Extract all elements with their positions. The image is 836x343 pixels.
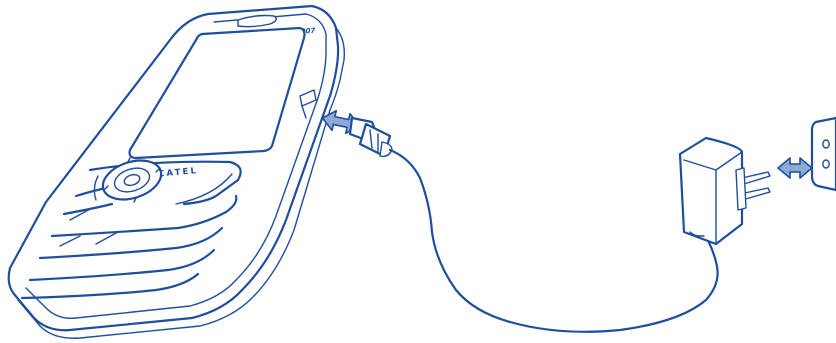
wall-socket-icon bbox=[812, 118, 836, 190]
charger-cable bbox=[390, 150, 718, 332]
usb-connector-icon bbox=[350, 118, 392, 156]
charger-adapter-icon bbox=[680, 138, 770, 244]
mobile-phone-icon: 2007 ALCATEL bbox=[9, 6, 345, 338]
double-arrow-icon bbox=[778, 158, 812, 178]
